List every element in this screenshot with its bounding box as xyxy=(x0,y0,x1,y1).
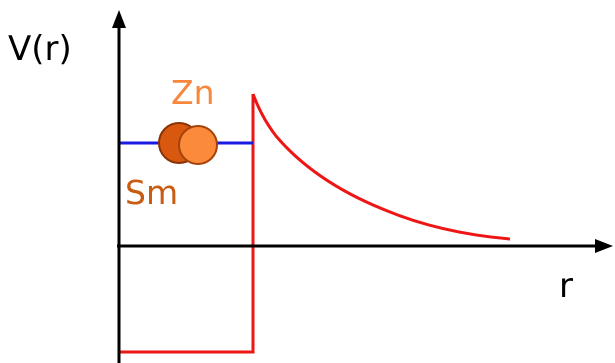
sm-label: Sm xyxy=(125,173,179,212)
zn-nucleus xyxy=(178,125,218,165)
zn-label: Zn xyxy=(171,73,215,112)
y-axis-arrowhead xyxy=(112,10,126,28)
potential-well-line xyxy=(119,94,255,354)
coulomb-barrier-curve xyxy=(251,93,511,241)
x-axis-label: r xyxy=(559,266,573,306)
y-axis-label: V(r) xyxy=(8,29,72,69)
x-axis-arrowhead xyxy=(595,239,613,253)
